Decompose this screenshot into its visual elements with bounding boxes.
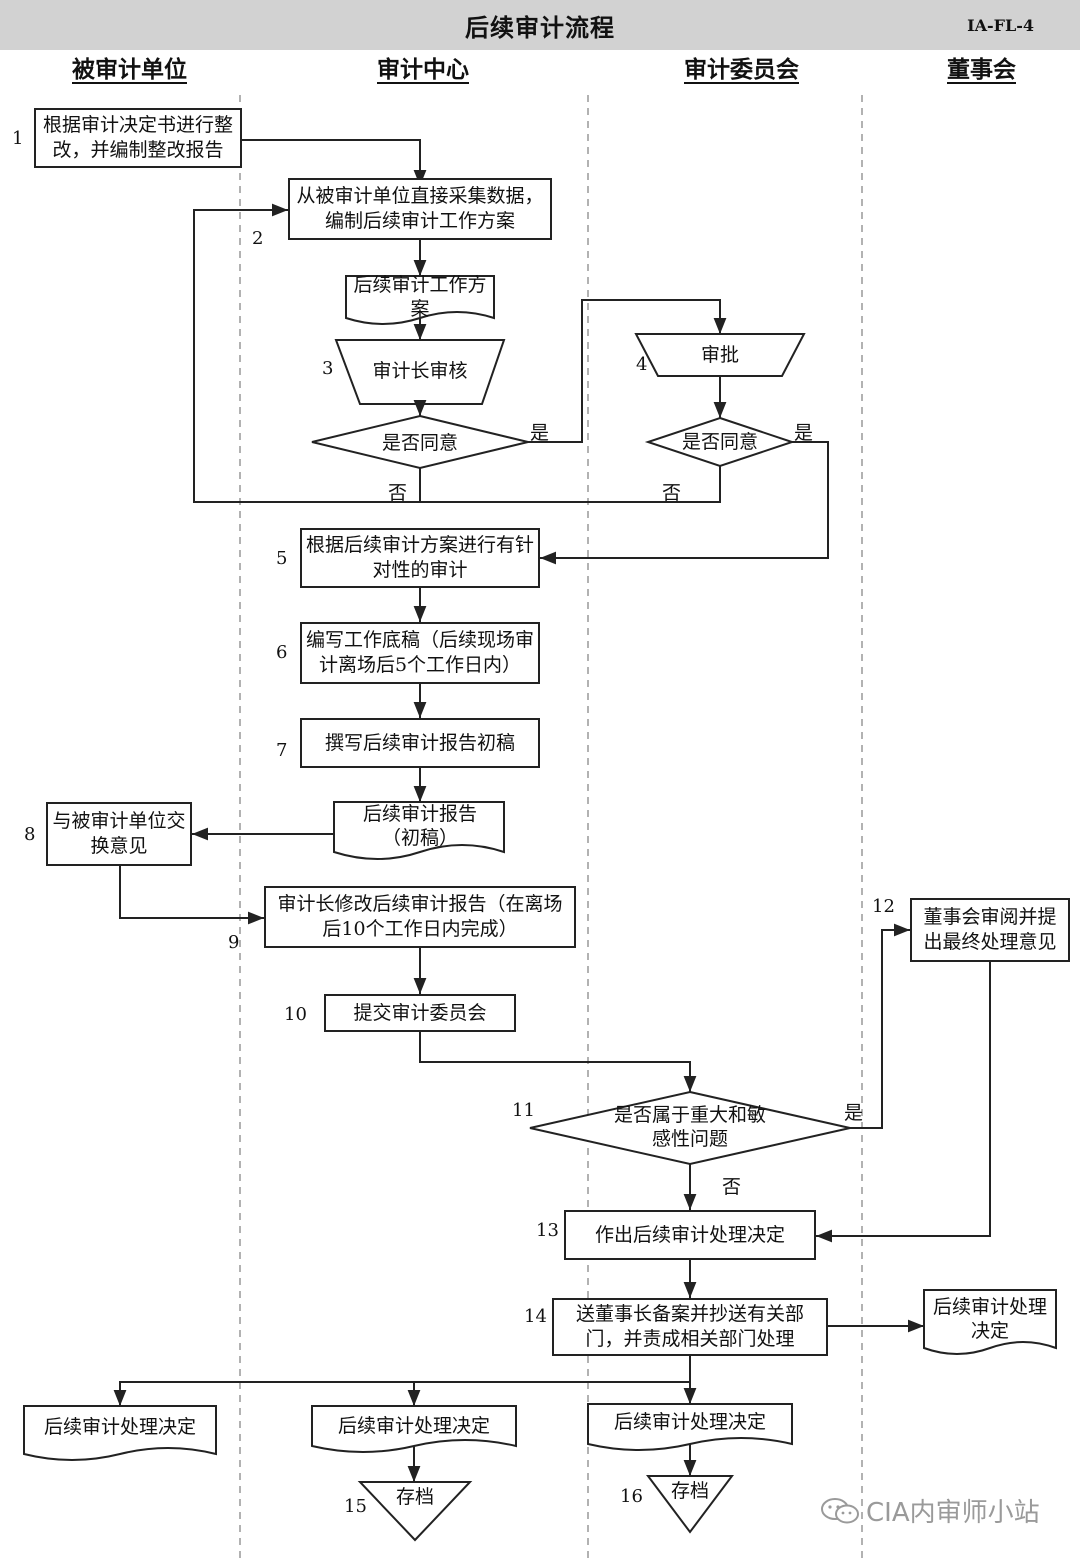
lane-board: 董事会 <box>947 56 1016 83</box>
lane-audit-committee: 审计委员会 <box>684 56 799 83</box>
doc-draft-shape <box>333 801 505 860</box>
doc-decision-3-shape <box>587 1403 793 1451</box>
doc-decision-2-text: 后续审计处理决定 <box>337 1415 490 1437</box>
step-number-14: 14 <box>524 1306 547 1327</box>
step-number-10: 10 <box>284 1004 307 1025</box>
document-code: IA-FL-4 <box>967 16 1034 35</box>
step-number-5: 5 <box>276 548 288 569</box>
approve-trapezoid <box>634 333 806 377</box>
step-6-box: 编写工作底稿（后续现场审计离场后5个工作日内） <box>300 622 540 684</box>
page-title: 后续审计流程 <box>465 13 615 42</box>
doc-decision-1-text: 后续审计处理决定 <box>43 1416 196 1438</box>
step-number-13: 13 <box>536 1220 559 1241</box>
doc-decision-1-shape <box>23 1405 217 1461</box>
step-3-text: 审计长审核 <box>372 360 468 382</box>
step-number-15: 15 <box>344 1496 367 1517</box>
archive-16-text: 存档 <box>670 1480 709 1502</box>
lane-audit-center: 审计中心 <box>377 56 469 83</box>
step-number-3: 3 <box>322 358 334 379</box>
doc-decision-3-text: 后续审计处理决定 <box>613 1411 766 1433</box>
step-1-box: 根据审计决定书进行整改，并编制整改报告 <box>34 108 242 168</box>
label-no-4: 否 <box>662 482 682 504</box>
step-10-box: 提交审计委员会 <box>324 994 516 1032</box>
step-14-box: 送董事长备案并抄送有关部门，并责成相关部门处理 <box>552 1298 828 1356</box>
label-yes-3: 是 <box>530 422 550 444</box>
step-number-2: 2 <box>252 228 264 249</box>
header-bar <box>0 0 1080 50</box>
step-number-11: 11 <box>512 1100 535 1121</box>
label-yes-4: 是 <box>794 422 814 444</box>
decision-3-text: 是否同意 <box>381 432 458 454</box>
step-12-box: 董事会审阅并提出最终处理意见 <box>910 898 1070 962</box>
step-number-8: 8 <box>24 824 36 845</box>
step-number-7: 7 <box>276 740 288 761</box>
watermark: CIA内审师小站 <box>820 1492 1040 1529</box>
doc-decision-right-text: 后续审计处理决定 <box>932 1296 1047 1342</box>
doc-plan-shape <box>345 275 495 325</box>
step-9-box: 审计长修改后续审计报告（在离场后10个工作日内完成） <box>264 886 576 948</box>
label-no-11: 否 <box>722 1176 742 1198</box>
step-number-1: 1 <box>12 128 24 149</box>
step-13-box: 作出后续审计处理决定 <box>564 1210 816 1260</box>
step-number-16: 16 <box>620 1486 643 1507</box>
label-yes-11: 是 <box>844 1102 864 1124</box>
step-number-9: 9 <box>228 932 240 953</box>
review-trapezoid <box>334 339 506 405</box>
label-no-3: 否 <box>388 482 408 504</box>
chat-bubbles-icon <box>821 1497 859 1523</box>
step-4-text: 审批 <box>700 344 739 366</box>
step-2-box: 从被审计单位直接采集数据，编制后续审计工作方案 <box>288 178 552 240</box>
step-number-12: 12 <box>872 896 895 917</box>
archive-15-text: 存档 <box>395 1486 434 1508</box>
step-8-box: 与被审计单位交换意见 <box>46 802 192 866</box>
lane-audited-unit: 被审计单位 <box>72 56 187 83</box>
doc-draft-text: 后续审计报告（初稿） <box>362 803 477 849</box>
doc-decision-2-shape <box>311 1405 517 1453</box>
step-7-box: 撰写后续审计报告初稿 <box>300 718 540 768</box>
step-number-4: 4 <box>636 354 648 375</box>
decision-11-text: 是否属于重大和敏感性问题 <box>613 1104 766 1150</box>
doc-plan-text: 后续审计工作方案 <box>353 274 487 320</box>
step-5-box: 根据后续审计方案进行有针对性的审计 <box>300 528 540 588</box>
step-number-6: 6 <box>276 642 288 663</box>
watermark-text: CIA内审师小站 <box>866 1498 1040 1528</box>
doc-decision-right-shape <box>923 1289 1057 1355</box>
lane-dividers <box>239 95 863 1559</box>
decision-4-text: 是否同意 <box>681 431 758 453</box>
